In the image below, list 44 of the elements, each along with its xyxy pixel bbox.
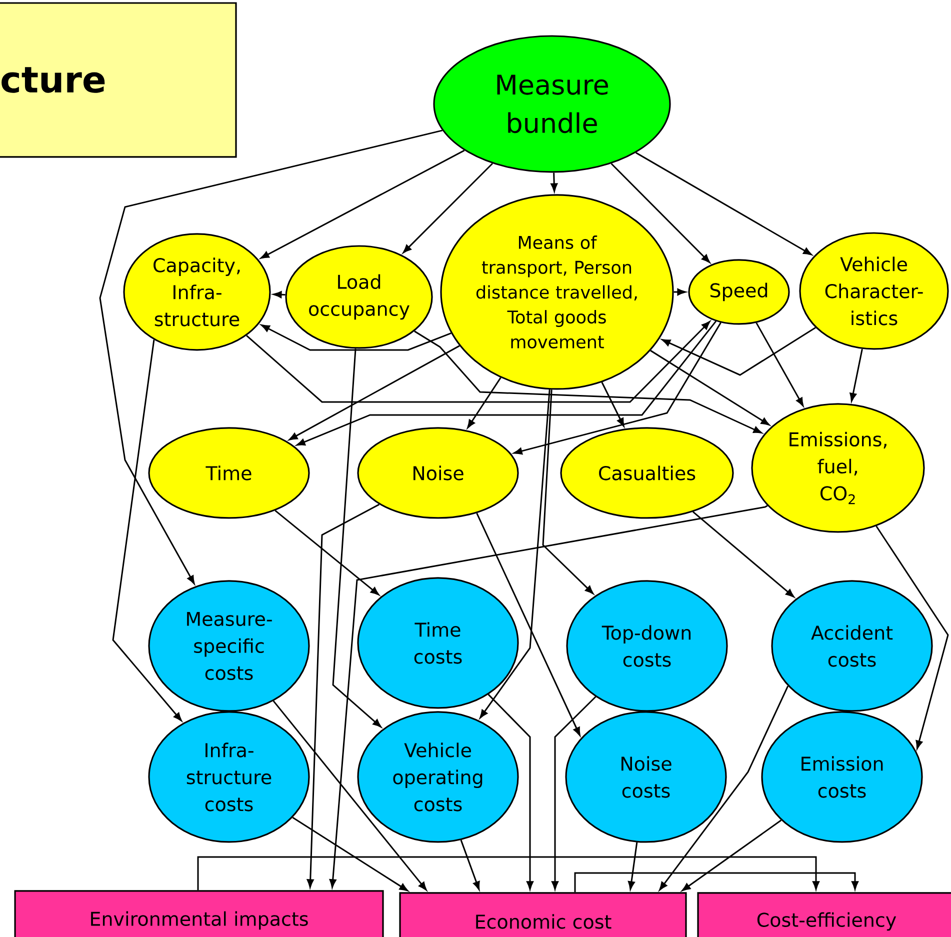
arrow bbox=[514, 322, 722, 455]
arrow bbox=[650, 350, 770, 426]
arrow bbox=[197, 856, 820, 890]
arrow bbox=[402, 163, 493, 254]
arrow bbox=[414, 330, 762, 434]
arrow bbox=[682, 820, 782, 892]
arrow bbox=[99, 130, 443, 584]
arrow bbox=[574, 872, 858, 892]
arrow bbox=[659, 686, 789, 890]
result-box: Environmental impacts bbox=[14, 890, 384, 937]
arrow bbox=[246, 321, 710, 403]
arrow bbox=[261, 324, 452, 351]
arrow bbox=[488, 694, 534, 890]
arrow bbox=[288, 345, 460, 440]
arrow bbox=[260, 150, 465, 259]
arrow bbox=[476, 512, 580, 736]
arrow bbox=[876, 526, 949, 750]
arrow bbox=[274, 510, 380, 596]
arrow bbox=[542, 390, 594, 594]
title-box: cture bbox=[0, 2, 237, 158]
result-box: Economic cost bbox=[399, 892, 687, 937]
arrow bbox=[662, 327, 816, 376]
arrow bbox=[550, 172, 558, 192]
arrow bbox=[480, 390, 550, 718]
result-box: Cost-efficiency bbox=[697, 892, 951, 937]
arrow bbox=[467, 377, 502, 428]
arrow bbox=[756, 322, 804, 406]
arrow bbox=[610, 163, 710, 263]
arrow bbox=[296, 320, 717, 446]
arrow bbox=[628, 842, 638, 890]
arrow bbox=[112, 340, 182, 722]
arrow bbox=[850, 348, 863, 402]
arrow bbox=[552, 696, 596, 890]
arrow bbox=[674, 288, 686, 296]
arrow bbox=[636, 152, 812, 256]
arrow bbox=[332, 348, 382, 728]
arrow bbox=[306, 504, 380, 888]
arrow bbox=[292, 816, 408, 892]
arrow bbox=[329, 504, 768, 888]
arrow bbox=[601, 382, 624, 427]
arrow bbox=[692, 511, 794, 598]
arrow bbox=[460, 840, 480, 890]
arrow bbox=[272, 700, 427, 890]
arrow bbox=[273, 291, 286, 298]
